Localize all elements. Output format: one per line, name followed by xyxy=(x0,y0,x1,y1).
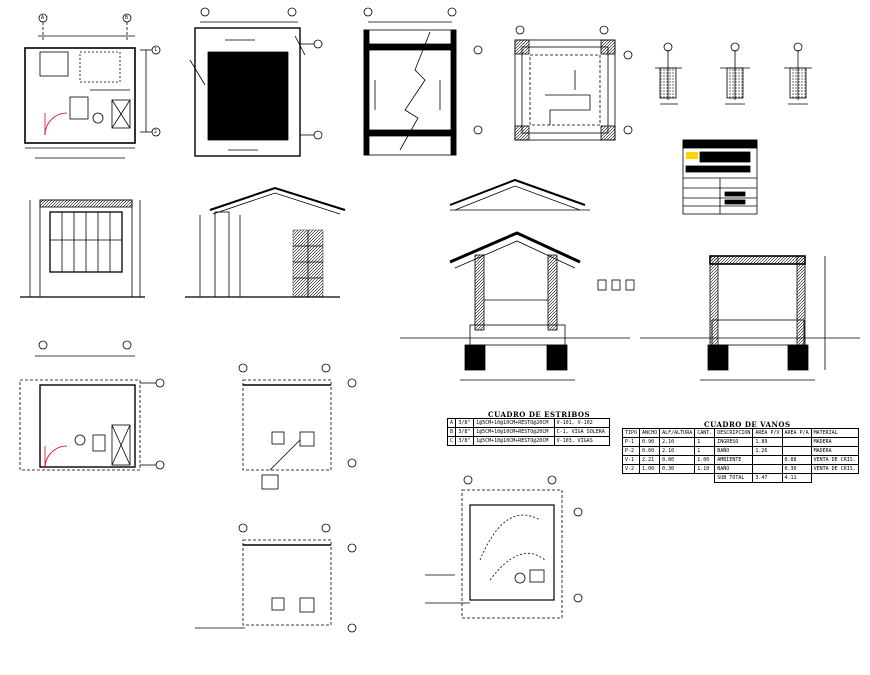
table-cell: 0.90 xyxy=(639,437,661,447)
table-cell: AMBIENTE xyxy=(714,455,754,465)
table-cell: B xyxy=(446,427,457,437)
table-cell: BAÑO xyxy=(714,464,754,474)
roof-truss-detail xyxy=(449,178,590,211)
table-cell: C xyxy=(446,436,457,446)
table-cell: V-2 xyxy=(621,464,641,474)
table-cell: MADERA xyxy=(810,446,859,456)
front-elevation xyxy=(20,199,145,298)
table-header: MATERIAL xyxy=(810,428,859,438)
rebar-table-caption: CUADRO DE ESTRIBOS xyxy=(488,410,591,419)
table-cell: 1.00 xyxy=(639,464,661,474)
table-cell: 2.10 xyxy=(659,446,696,456)
table-header-row: TIPO ANCHO ALF/ALTURA CANT. DESCRIPCION … xyxy=(621,428,859,438)
table-cell: MADERA xyxy=(810,437,859,447)
table-row: C 3/8" 1@5CM+10@10CM+RESTO@20CM V-103, V… xyxy=(446,436,611,446)
table-row: P-2 0.60 2.10 1 BAÑO 1.26 MADERA xyxy=(621,446,859,456)
table-cell: 2.10 xyxy=(659,437,696,447)
legend-box xyxy=(682,139,758,215)
table-row: B 3/8" 1@5CM+10@10CM+RESTO@20CM C-1, VIG… xyxy=(446,427,611,437)
table-total-row: SUB TOTAL 3.47 4.11 xyxy=(623,473,859,483)
table-cell: 1 xyxy=(694,446,716,456)
table-cell: 3/8" xyxy=(455,427,475,437)
table-row: V-2 1.00 0.30 1.10 BAÑO 0.30 VENTA DE CR… xyxy=(621,464,859,474)
table-cell: 4.11 xyxy=(781,473,812,483)
table-cell: 1.26 xyxy=(752,446,783,456)
table-cell xyxy=(781,446,812,456)
table-header: AREA P/V xyxy=(752,428,783,438)
side-elevation xyxy=(185,186,346,298)
table-cell: V-101, V-102 xyxy=(553,418,611,428)
vanos-table-title: CUADRO DE VANOS xyxy=(704,420,791,429)
floor-plan-lower xyxy=(19,340,165,471)
table-cell: VENTA DE CRIS. xyxy=(810,455,859,465)
table-cell: SUB TOTAL xyxy=(714,473,754,483)
table-cell: 0.80 xyxy=(659,455,696,465)
table-cell: 1@5CM+10@10CM+RESTO@20CM xyxy=(473,427,555,437)
table-cell xyxy=(752,464,783,474)
table-header: TIPO xyxy=(621,428,641,438)
rebar-schedule-table: A 3/8" 1@5CM+10@10CM+RESTO@20CM V-101, V… xyxy=(446,418,611,446)
table-cell: 1 xyxy=(694,437,716,447)
table-cell: A xyxy=(446,418,457,428)
table-cell: 1.10 xyxy=(694,464,716,474)
table-header: ALF/ALTURA xyxy=(659,428,696,438)
table-header: CANT. xyxy=(694,428,716,438)
table-cell: P-2 xyxy=(621,446,641,456)
table-cell: 1.89 xyxy=(752,437,783,447)
table-cell: INGRESO xyxy=(714,437,754,447)
table-row: A 3/8" 1@5CM+10@10CM+RESTO@20CM V-101, V… xyxy=(446,418,611,428)
table-cell: V-1 xyxy=(621,455,641,465)
table-cell: 0.88 xyxy=(781,455,812,465)
table-cell: 0.30 xyxy=(781,464,812,474)
table-cell: 3/8" xyxy=(455,436,475,446)
table-cell: 1@5CM+10@10CM+RESTO@20CM xyxy=(473,436,555,446)
table-cell xyxy=(752,455,783,465)
table-cell: 1.00 xyxy=(694,455,716,465)
section-a xyxy=(400,231,635,381)
footing-details xyxy=(655,42,812,105)
table-header: AREA P/A xyxy=(781,428,812,438)
table-cell: 2.21 xyxy=(639,455,661,465)
table-row: V-1 2.21 0.80 1.00 AMBIENTE 0.88 VENTA D… xyxy=(621,455,859,465)
floor-plan-sanitary xyxy=(238,363,357,490)
table-cell: BAÑO xyxy=(714,446,754,456)
table-cell: 1@5CM+10@10CM+RESTO@20CM xyxy=(473,418,555,428)
table-header: DESCRIPCION xyxy=(714,428,754,438)
floor-plan-foundation xyxy=(514,25,633,141)
table-cell: P-1 xyxy=(621,437,641,447)
floor-plan-structure xyxy=(363,7,483,156)
table-cell: V-103, VIGAS xyxy=(553,436,611,446)
floor-plan-slab xyxy=(189,7,323,157)
table-header: ANCHO xyxy=(639,428,661,438)
table-row: P-1 0.90 2.10 1 INGRESO 1.89 MADERA xyxy=(621,437,859,447)
floor-plan-electrical xyxy=(425,475,583,619)
table-cell xyxy=(781,437,812,447)
table-cell: 3/8" xyxy=(455,418,475,428)
table-cell: 0.30 xyxy=(659,464,696,474)
section-b xyxy=(640,255,860,381)
table-cell: 0.60 xyxy=(639,446,661,456)
table-cell: 3.47 xyxy=(752,473,783,483)
table-cell: C-1, VIGA SOLERA xyxy=(553,427,611,437)
floor-plan-drainage xyxy=(195,523,357,633)
floor-plan-architecture xyxy=(24,13,161,159)
vanos-schedule-table: TIPO ANCHO ALF/ALTURA CANT. DESCRIPCION … xyxy=(621,428,859,483)
table-cell: VENTA DE CRIS. xyxy=(810,464,859,474)
